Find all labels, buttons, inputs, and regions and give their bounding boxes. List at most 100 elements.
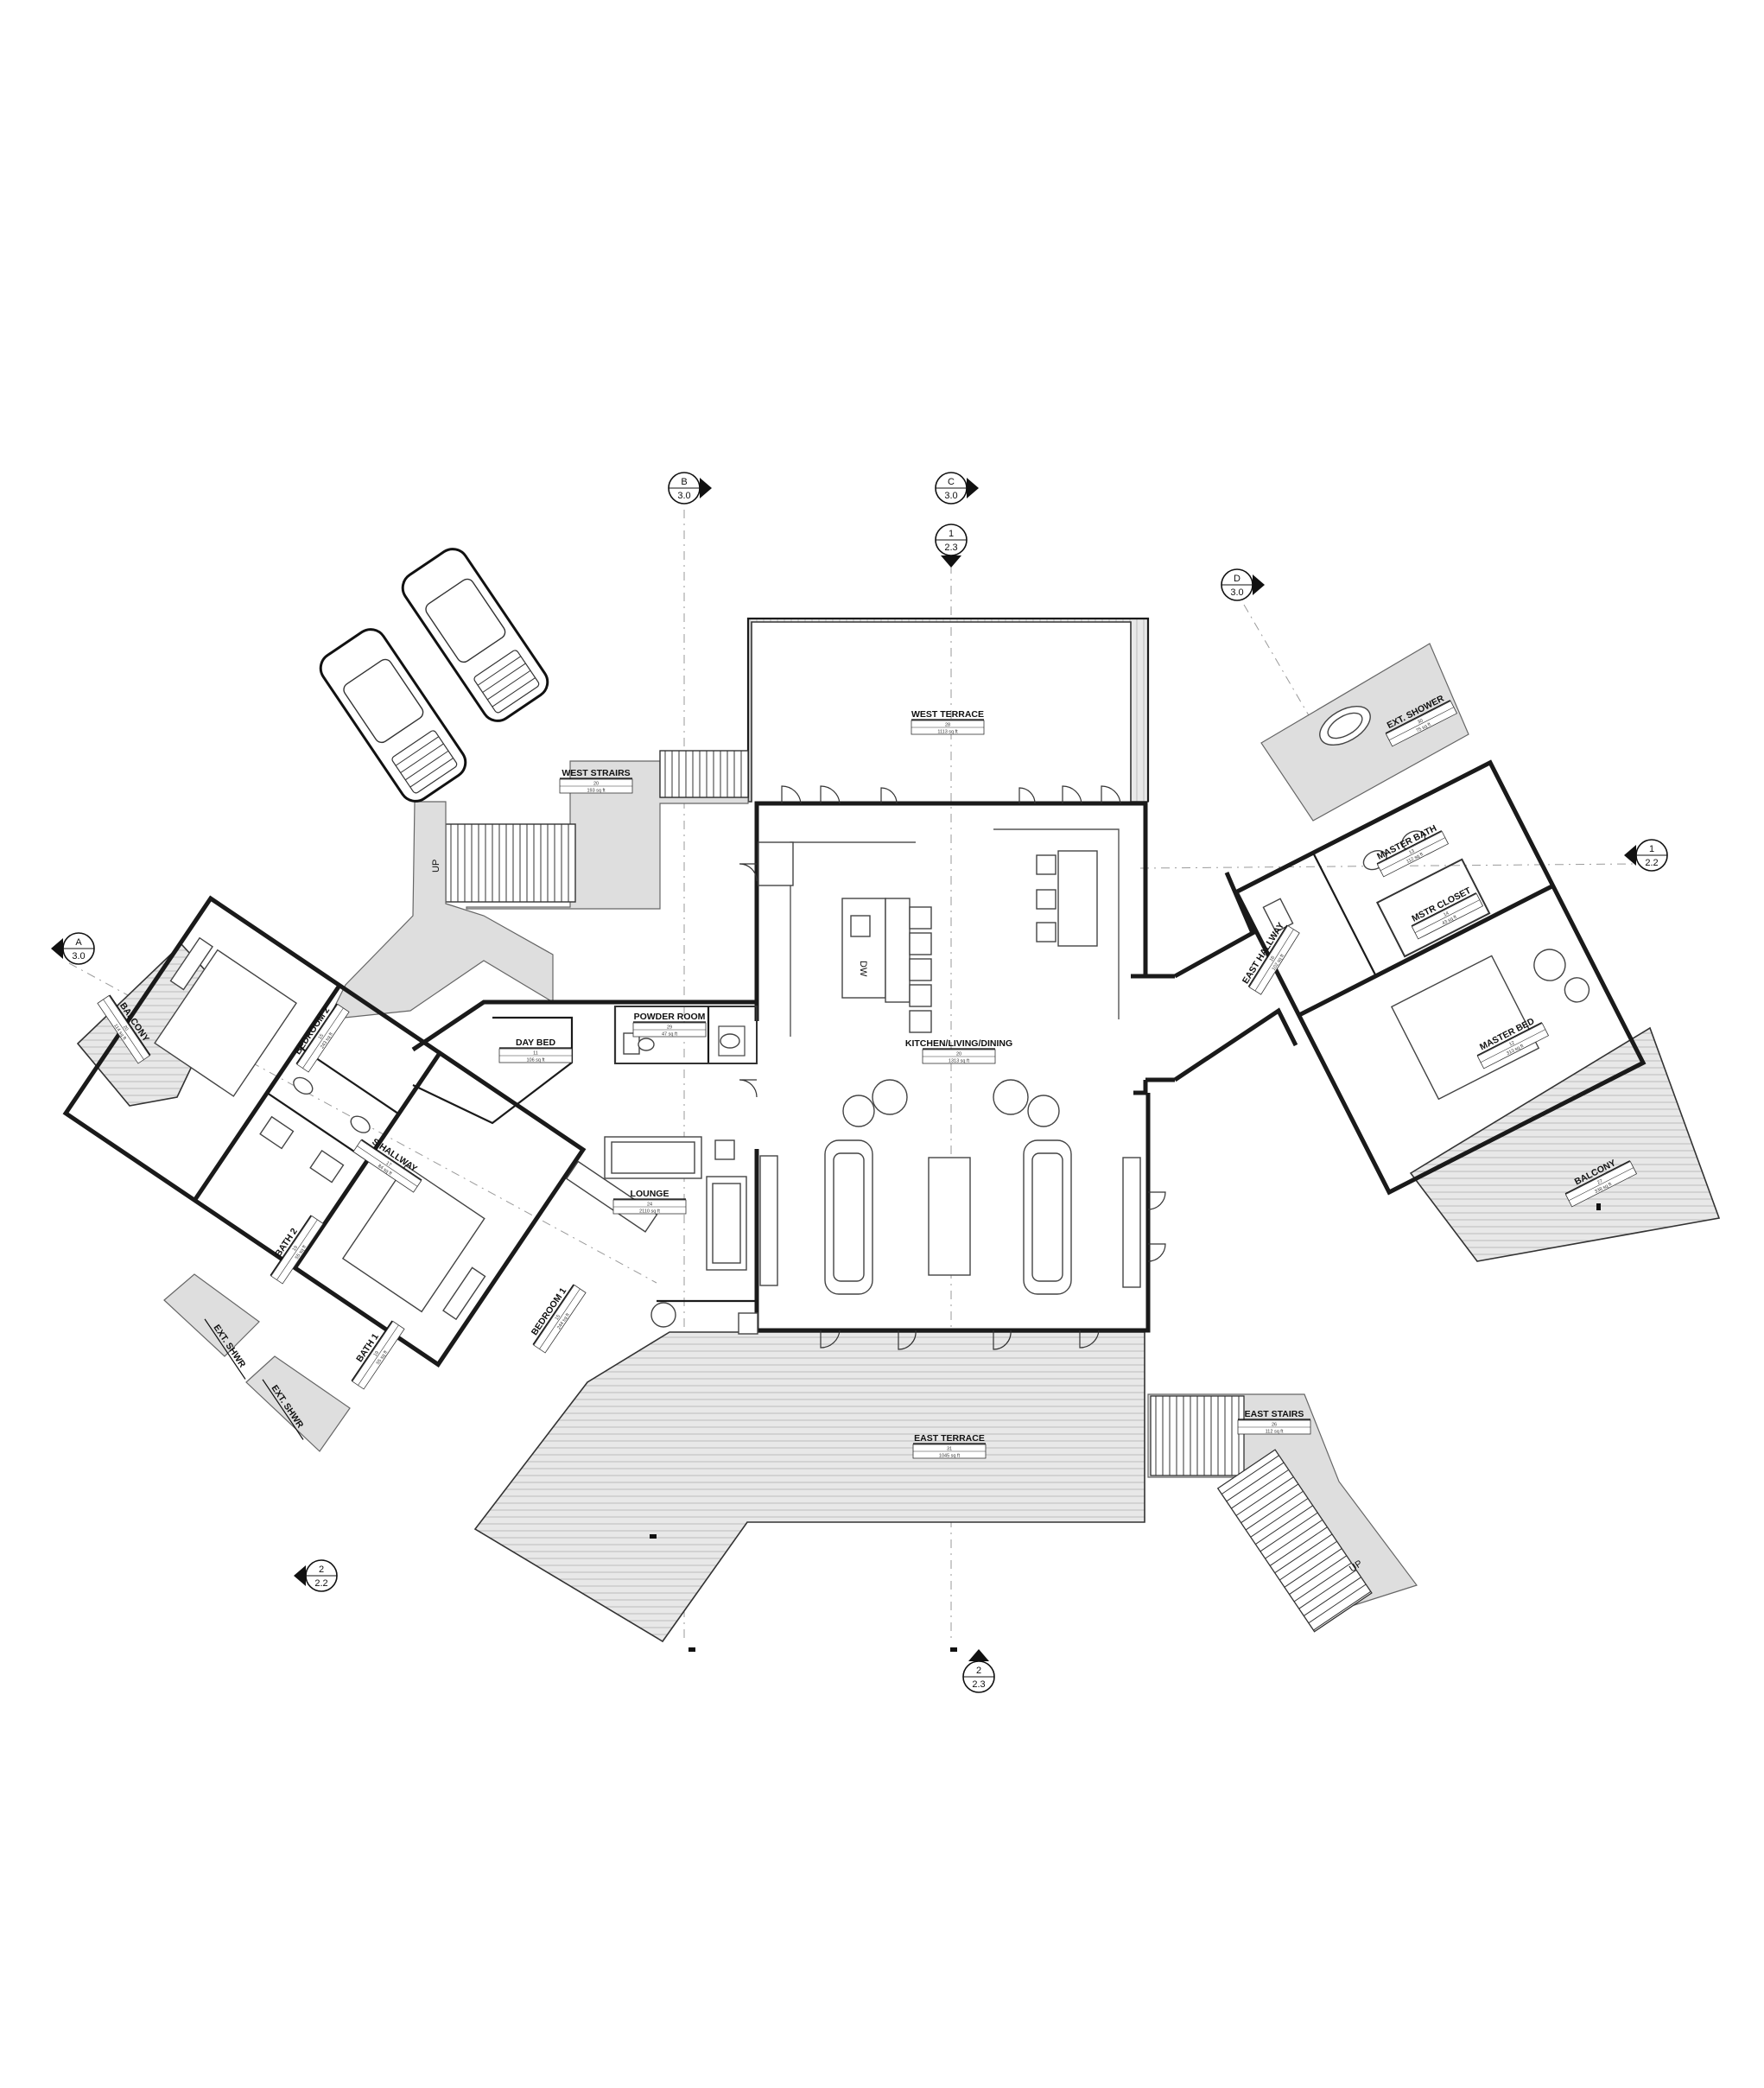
marker-bottom-text: 3.0 [677, 491, 690, 501]
room-number: 12 [1508, 1040, 1515, 1047]
room-number: 19 [373, 1350, 380, 1357]
lounge-furniture [565, 1025, 758, 1335]
section-marker-w2: 22.2 [294, 1559, 338, 1592]
east-stairs [1147, 1393, 1418, 1633]
marker-bottom-text: 3.0 [1230, 587, 1243, 598]
room-area: 1045 sq ft [939, 1454, 961, 1459]
marker-arrow [1253, 574, 1265, 595]
room-label-west-stairs: WEST STRAIRS 20 193 sq ft [559, 768, 633, 794]
east-terrace [473, 1331, 1145, 1643]
marker-bottom-text: 2.2 [1645, 858, 1658, 868]
room-number: 31 [947, 1447, 952, 1452]
marker-arrow [700, 478, 712, 498]
room-number: 15 [555, 1314, 562, 1321]
section-marker-c: C 3.0 [935, 472, 979, 505]
room-name: EAST TERRACE [914, 1433, 985, 1444]
marker-bottom-text: 2.3 [944, 543, 957, 553]
section-marker-c2: 12.3 [935, 524, 968, 568]
room-number: 20 [593, 782, 599, 787]
room-number: 30 [1417, 718, 1424, 725]
marker-top-text: B [681, 477, 687, 487]
dw-label: DW [858, 961, 868, 977]
marker-top-text: C [948, 477, 955, 487]
room-label-east-stairs: EAST STAIRS 26 112 sq ft [1237, 1409, 1311, 1435]
room-number: 28 [945, 723, 950, 728]
marker-bottom-text: 2.2 [314, 1578, 327, 1589]
room-name: EAST STAIRS [1245, 1409, 1304, 1419]
room-area: 193 sq ft [587, 789, 606, 794]
room-area: 106 sq ft [526, 1058, 545, 1063]
marker-arrow [1624, 845, 1636, 866]
room-number: 17 [384, 1161, 391, 1168]
up-label-west: UP [431, 860, 441, 873]
room-label-west-terrace: WEST TERRACE 28 1113 sq ft [911, 709, 985, 735]
marker-arrow [51, 938, 63, 959]
room-number: 11 [533, 1051, 538, 1057]
west-stairs [327, 750, 749, 1020]
ext-shower-east [1260, 643, 1469, 822]
section-markers: B3.0C3.012.3D3.0A3.012.222.222.3 [51, 472, 1668, 1693]
room-area: 2110 sq ft [639, 1209, 660, 1215]
marker-bottom-text: 2.3 [972, 1679, 985, 1690]
east-balcony [1409, 1026, 1721, 1262]
room-number: 27 [1596, 1178, 1603, 1185]
marker-top-text: 1 [1649, 844, 1654, 854]
room-name: DAY BED [516, 1038, 556, 1048]
room-area: 1313 sq ft [949, 1059, 970, 1064]
west-wing [62, 895, 587, 1368]
section-marker-d: D 3.0 [1221, 568, 1265, 601]
section-marker-a: A 3.0 [51, 932, 95, 965]
marker-arrow [941, 555, 961, 568]
elevation-ticks [650, 1203, 1601, 1652]
marker-arrow [967, 478, 979, 498]
room-name: POWDER ROOM [634, 1012, 706, 1022]
parked-cars [319, 548, 549, 803]
marker-top-text: 1 [949, 529, 954, 539]
marker-arrow [968, 1649, 989, 1661]
section-marker-s2: 22.3 [962, 1649, 995, 1693]
section-marker-b: B 3.0 [668, 472, 712, 505]
kitchen-living-furniture [758, 828, 1141, 1295]
room-name: WEST STRAIRS [562, 768, 630, 778]
room-number: 26 [1272, 1423, 1277, 1428]
room-label-kitchen: KITCHEN/LIVING/DINING 20 1313 sq ft [905, 1038, 1012, 1064]
marker-top-text: 2 [319, 1564, 324, 1575]
room-name: WEST TERRACE [911, 709, 984, 720]
room-name: KITCHEN/LIVING/DINING [905, 1038, 1012, 1049]
room-number: 19 [292, 1245, 299, 1252]
room-number: 29 [667, 1025, 672, 1031]
marker-bottom-text: 3.0 [944, 491, 957, 501]
marker-arrow [294, 1565, 306, 1586]
marker-top-text: A [75, 937, 82, 948]
room-area: 47 sq ft [662, 1032, 678, 1038]
room-label-east-terrace: EAST TERRACE 31 1045 sq ft [912, 1433, 987, 1459]
room-number: 14 [1443, 911, 1450, 917]
section-marker-e1: 12.2 [1624, 839, 1668, 872]
east-hallway-walls [1173, 872, 1298, 1082]
room-number: 13 [1408, 848, 1415, 855]
ext-showers-west [163, 1273, 351, 1452]
room-area: 1113 sq ft [937, 730, 958, 735]
door-swings [739, 785, 1166, 1350]
room-number: 24 [647, 1203, 652, 1208]
marker-bottom-text: 3.0 [72, 951, 85, 961]
marker-top-text: 2 [976, 1666, 981, 1676]
room-number: 20 [122, 1025, 129, 1031]
marker-top-text: D [1234, 574, 1241, 584]
room-area: 112 sq ft [1266, 1430, 1284, 1435]
east-wing [1233, 759, 1647, 1196]
main-walls [411, 801, 1175, 1333]
room-number: 20 [956, 1052, 961, 1057]
